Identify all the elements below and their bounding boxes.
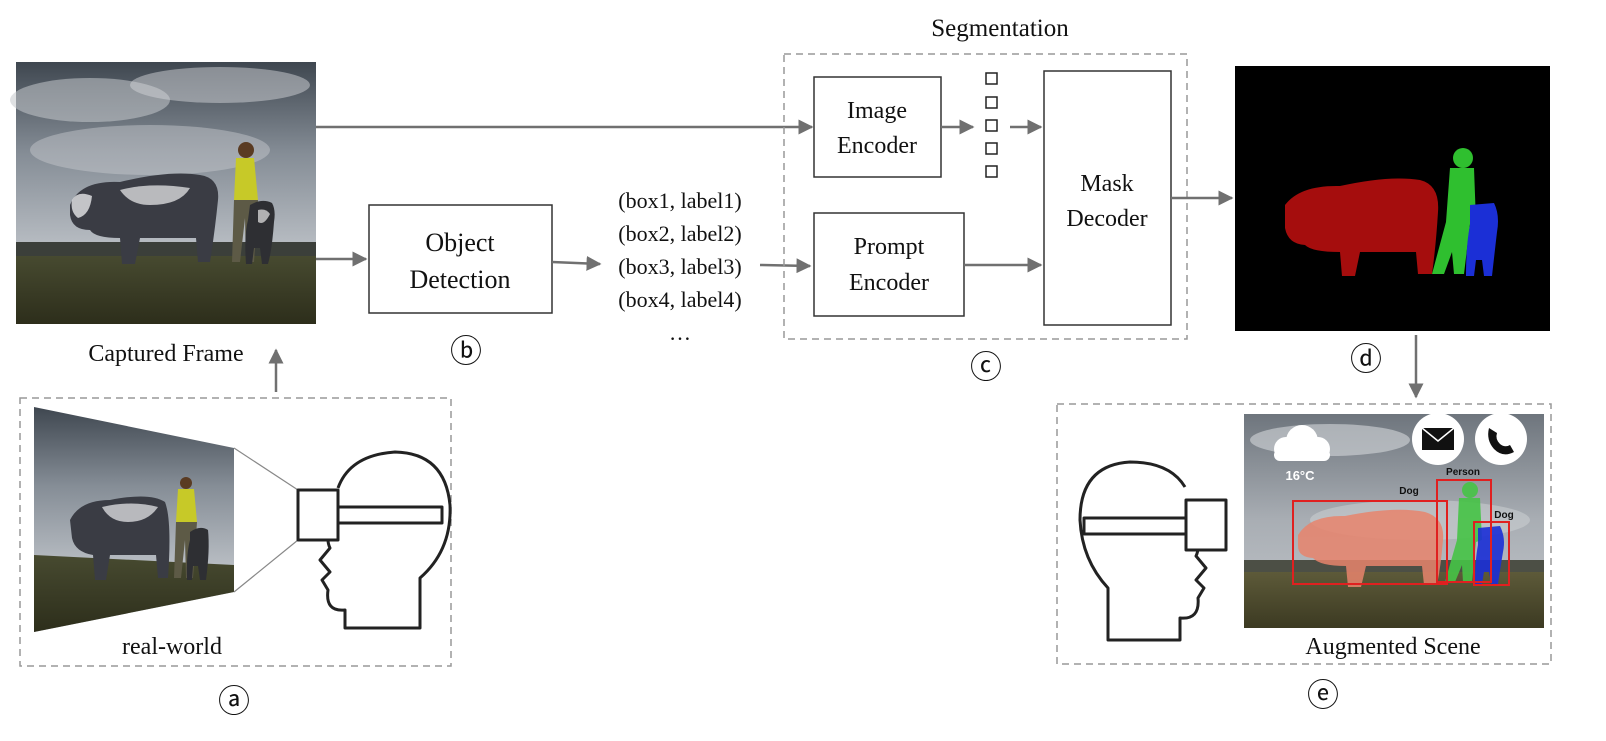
view-line-top [233, 447, 299, 491]
captured-frame-photo [10, 62, 316, 324]
real-world-panel [19, 397, 452, 667]
augmented-scene-caption: Augmented Scene [1305, 634, 1480, 660]
object-detection-label-line2: Detection [409, 265, 510, 294]
step-marker-d: ⓓ [1350, 340, 1382, 378]
real-world-caption: real-world [122, 634, 222, 660]
image-encoder-box [813, 76, 942, 178]
object-detection-box [368, 204, 553, 314]
image-encoder-label-line2: Encoder [837, 133, 917, 159]
bbox-dog-large [1292, 500, 1448, 585]
mask-decoder-label-line1: Mask [1080, 171, 1133, 197]
step-marker-b: ⓑ [450, 332, 482, 370]
mask-dog-small [1466, 203, 1498, 276]
detection-item-1: (box1, label1) [618, 188, 741, 213]
detection-ellipsis: … [669, 320, 691, 345]
headset-user-icon-right [1078, 460, 1228, 642]
prompt-encoder-label-line1: Prompt [854, 234, 925, 260]
mask-decoder-box [1043, 70, 1172, 326]
bbox-dog-small [1473, 521, 1510, 586]
image-embedding-tokens [985, 72, 998, 178]
overlay-person [1445, 498, 1482, 582]
augmented-scene-panel [1056, 403, 1552, 665]
augmented-scene-image: Dog Person Dog 16°C [1244, 413, 1544, 628]
mask-person [1432, 168, 1476, 274]
arrow-list-to-prompt-encoder [759, 258, 812, 274]
mask-dog-large [1285, 178, 1439, 276]
cloud-icon [1274, 425, 1330, 461]
detection-item-2: (box2, label2) [618, 221, 741, 246]
tag-person: Person [1446, 467, 1480, 478]
temperature-readout: 16°C [1285, 468, 1315, 483]
prompt-encoder-label-line2: Encoder [849, 270, 929, 296]
bbox-person [1436, 479, 1492, 583]
detection-item-4: (box4, label4) [618, 287, 741, 312]
segmentation-title: Segmentation [931, 15, 1069, 42]
view-line-bottom [233, 539, 299, 593]
object-detection-label-line1: Object [425, 228, 495, 257]
step-marker-e: ⓔ [1307, 676, 1339, 714]
segmentation-mask-image [1235, 66, 1550, 331]
tag-dog-large: Dog [1399, 486, 1418, 497]
mask-person-head [1453, 148, 1473, 168]
overlay-dog-small [1475, 526, 1504, 584]
step-marker-a: ⓐ [218, 682, 250, 720]
real-world-photo [34, 407, 234, 632]
tag-dog-small: Dog [1494, 510, 1513, 521]
step-marker-c: ⓒ [970, 348, 1002, 386]
captured-frame-caption: Captured Frame [88, 341, 243, 367]
detection-item-3: (box3, label3) [618, 254, 741, 279]
mask-decoder-label-line2: Decoder [1066, 206, 1147, 232]
phone-icon [1475, 413, 1527, 465]
mail-icon [1412, 413, 1464, 465]
overlay-dog-large [1298, 509, 1444, 587]
segmentation-panel [783, 53, 1188, 340]
headset-user-icon [296, 450, 452, 630]
arrow-detection-to-list [551, 255, 602, 271]
prompt-encoder-box [813, 212, 965, 317]
image-encoder-label-line1: Image [847, 98, 907, 124]
